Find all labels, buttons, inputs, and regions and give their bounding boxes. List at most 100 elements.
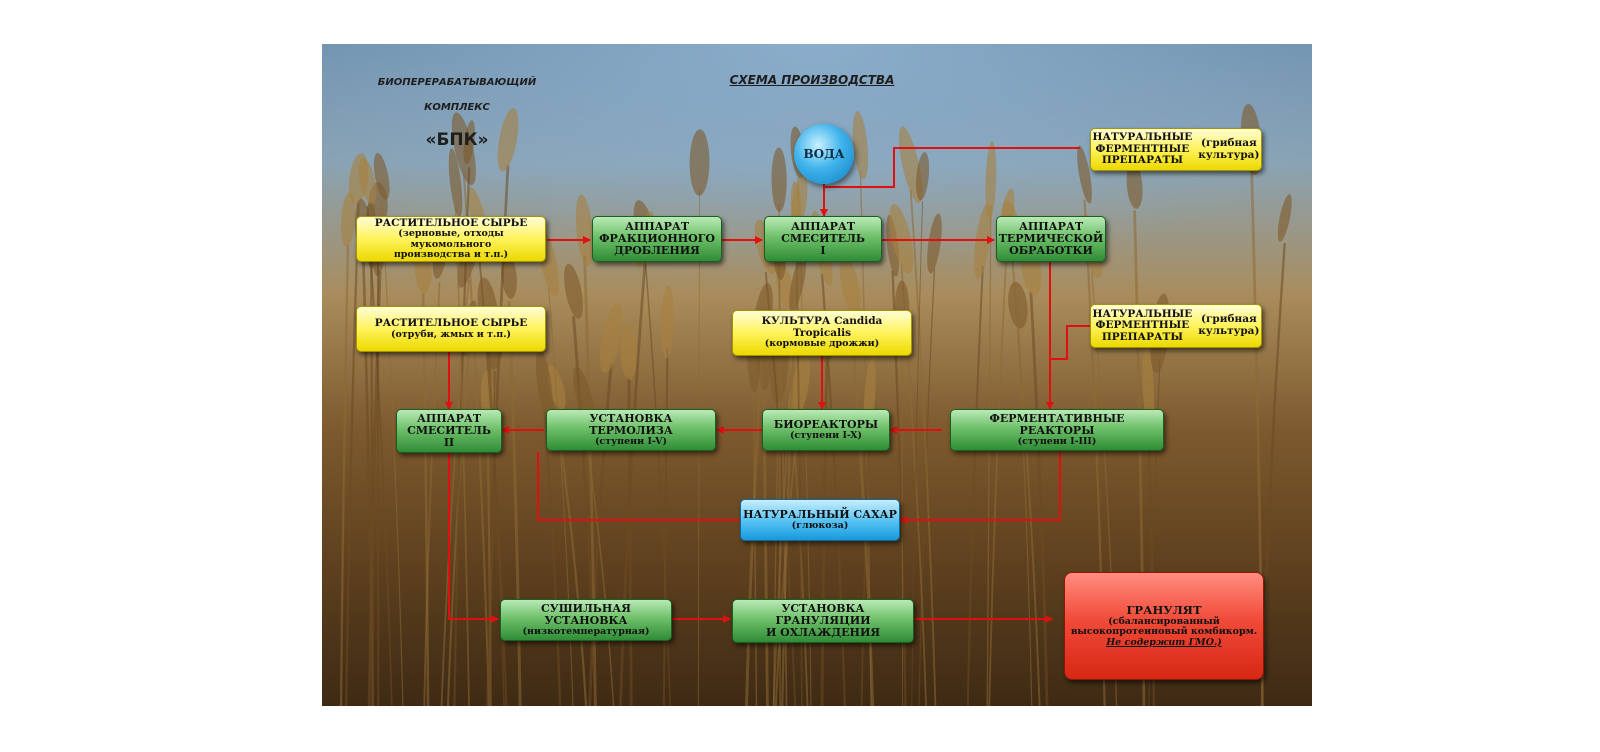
raw2-sub: (отруби, жмых и т.п.)	[390, 328, 512, 340]
granulate-output: ГРАНУЛЯТ (сбалансированный высокопротеин…	[1064, 572, 1264, 680]
granulate-sub2: высокопротеиновый комбикорм.	[1070, 626, 1258, 638]
flow-arrows	[445, 147, 1090, 623]
wheat-ear	[915, 152, 930, 201]
wheat-stalk	[454, 207, 470, 706]
mixer-1: АППАРАТ СМЕСИТЕЛЬ I	[764, 216, 882, 262]
wheat-ear	[1126, 161, 1143, 209]
wheat-ear	[501, 253, 517, 299]
wheat-ear	[985, 141, 997, 219]
wheat-ear	[448, 148, 463, 217]
ferm-mid-line1: НАТУРАЛЬНЫЕ	[1092, 307, 1193, 320]
wheat-stalk	[446, 353, 471, 706]
raw1-sub1: (зерновые, отходы мукомольного	[398, 228, 504, 250]
wheat-stalk	[752, 381, 758, 706]
wheat-ear	[575, 194, 594, 267]
sugar-title: НАТУРАЛЬНЫЙ САХАР	[743, 507, 897, 521]
wheat-stalk	[339, 244, 350, 706]
ferm-mid-note2: культура)	[1198, 325, 1260, 337]
wheat-stalk	[381, 201, 404, 706]
ferm-top-line1: НАТУРАЛЬНЫЕ	[1092, 131, 1193, 144]
thermal-line3: ОБРАБОТКИ	[1009, 244, 1093, 258]
arrow-ferm-top-to-mixer1	[824, 147, 1080, 188]
wheat-ear	[660, 285, 674, 359]
wheat-stalk	[986, 205, 992, 706]
mixer1-line2: СМЕСИТЕЛЬ	[781, 231, 865, 245]
wheat-ear	[889, 204, 914, 274]
wheat-ear	[1142, 348, 1155, 426]
mixer1-line1: АППАРАТ	[790, 219, 856, 233]
thermolysis-sub: (ступени I-V)	[594, 435, 668, 447]
dryer-title: СУШИЛЬНАЯ УСТАНОВКА	[541, 601, 631, 627]
wheat-ear	[1277, 194, 1292, 242]
bioreactors-sub: (ступени I-X)	[789, 429, 863, 441]
raw-material-2: РАСТИТЕЛЬНОЕ СЫРЬЕ (отруби, жмых и т.п.)	[356, 306, 546, 352]
wheat-ear	[789, 254, 807, 312]
ferm-mid-line2: ФЕРМЕНТНЫЕ	[1095, 319, 1190, 332]
fraction-line1: АППАРАТ	[624, 219, 690, 233]
raw2-title: РАСТИТЕЛЬНОЕ СЫРЬЕ	[374, 317, 528, 329]
wheat-stalk	[619, 264, 647, 706]
fermentation-reactors: ФЕРМЕНТАТИВНЫЕ РЕАКТОРЫ (ступени I-III)	[950, 409, 1164, 451]
fermreactors-sub: (ступени I-III)	[1017, 435, 1097, 447]
sugar-sub: (глюкоза)	[791, 519, 849, 531]
granulation-unit: УСТАНОВКА ГРАНУЛЯЦИИ И ОХЛАЖДЕНИЯ	[732, 599, 914, 643]
mixer2-line1: АППАРАТ	[416, 411, 482, 425]
wheat-stalk	[966, 265, 984, 706]
mixer1-line3: I	[820, 244, 826, 258]
wheat-ear	[620, 323, 638, 380]
wheat-ear	[852, 111, 869, 180]
wheat-stalk	[662, 346, 669, 706]
granulation-line2: И ОХЛАЖДЕНИЯ	[765, 626, 881, 640]
wheat-ear	[927, 213, 942, 274]
raw-material-1: РАСТИТЕЛЬНОЕ СЫРЬЕ (зерновые, отходы мук…	[356, 216, 546, 262]
wheat-ear	[497, 107, 519, 172]
dryer-sub: (низкотемпературная)	[522, 625, 650, 637]
ferm-top-line2: ФЕРМЕНТНЫЕ	[1095, 142, 1190, 155]
granulation-line1: УСТАНОВКА ГРАНУЛЯЦИИ	[775, 601, 871, 627]
wheat-stalk	[1017, 330, 1033, 706]
wheat-stalk	[345, 204, 360, 706]
wheat-ear	[535, 348, 554, 423]
culture-sub: (кормовые дрожжи)	[764, 338, 880, 350]
fraction-line3: ДРОБЛЕНИЯ	[614, 244, 700, 258]
drying-unit: СУШИЛЬНАЯ УСТАНОВКА (низкотемпературная)	[500, 599, 672, 641]
culture-title: КУЛЬТУРА Candida Tropicalis	[761, 315, 883, 339]
wheat-stalk	[548, 287, 574, 706]
ferm-top-line3: ПРЕПАРАТЫ	[1101, 154, 1183, 167]
ferm-mid-line3: ПРЕПАРАТЫ	[1101, 330, 1183, 343]
wheat-stalk	[1029, 291, 1049, 706]
thermal-line1: АППАРАТ	[1018, 219, 1084, 233]
wheat-stalk	[918, 268, 936, 706]
wheat-ear	[340, 192, 356, 247]
wheat-ear	[886, 215, 900, 277]
mixer2-line3: II	[443, 436, 455, 450]
arrow-fermreactors-to-sugar	[899, 452, 1061, 524]
company-title-line2: КОМПЛЕКС	[424, 102, 490, 113]
thermal-line2: ТЕРМИЧЕСКОЙ	[998, 231, 1104, 245]
bioreactors: БИОРЕАКТОРЫ (ступени I-X)	[762, 409, 890, 451]
ferment-preparations-top: НАТУРАЛЬНЫЕ ФЕРМЕНТНЫЕ ПРЕПАРАТЫ (грибна…	[1090, 128, 1262, 171]
wheat-stalk	[507, 301, 522, 706]
wheat-stalk	[583, 423, 615, 706]
culture-candida: КУЛЬТУРА Candida Tropicalis (кормовые др…	[732, 310, 912, 356]
wheat-ear	[771, 147, 787, 212]
bioreactors-title: БИОРЕАКТОРЫ	[773, 417, 879, 431]
wheat-stalk	[644, 254, 671, 706]
ferm-top-note1: (грибная	[1200, 136, 1257, 149]
wheat-ear	[373, 152, 390, 200]
arrow-mixer2-to-dryer	[448, 452, 499, 623]
mixer-2: АППАРАТ СМЕСИТЕЛЬ II	[396, 409, 502, 453]
wheat-ear	[689, 129, 710, 196]
wheat-ear	[839, 255, 861, 318]
fraction-line2: ФРАКЦИОННОГО	[599, 231, 715, 245]
wheat-stalk	[909, 189, 937, 706]
granulate-sub3: Не содержит ГМО.)	[1106, 636, 1222, 648]
ferm-mid-note1: (грибная	[1200, 313, 1257, 326]
water-node: ВОДА	[794, 124, 854, 184]
wheat-stalk	[860, 421, 871, 706]
wheat-stalk	[487, 334, 505, 706]
company-title-line1: БИОПЕРЕРАБАТЫВАЮЩИЙ	[377, 77, 537, 88]
wheat-ear	[564, 263, 584, 319]
thermolysis-unit: УСТАНОВКА ТЕРМОЛИЗА (ступени I-V)	[546, 409, 716, 451]
granulate-sub1: (сбалансированный	[1108, 615, 1220, 627]
